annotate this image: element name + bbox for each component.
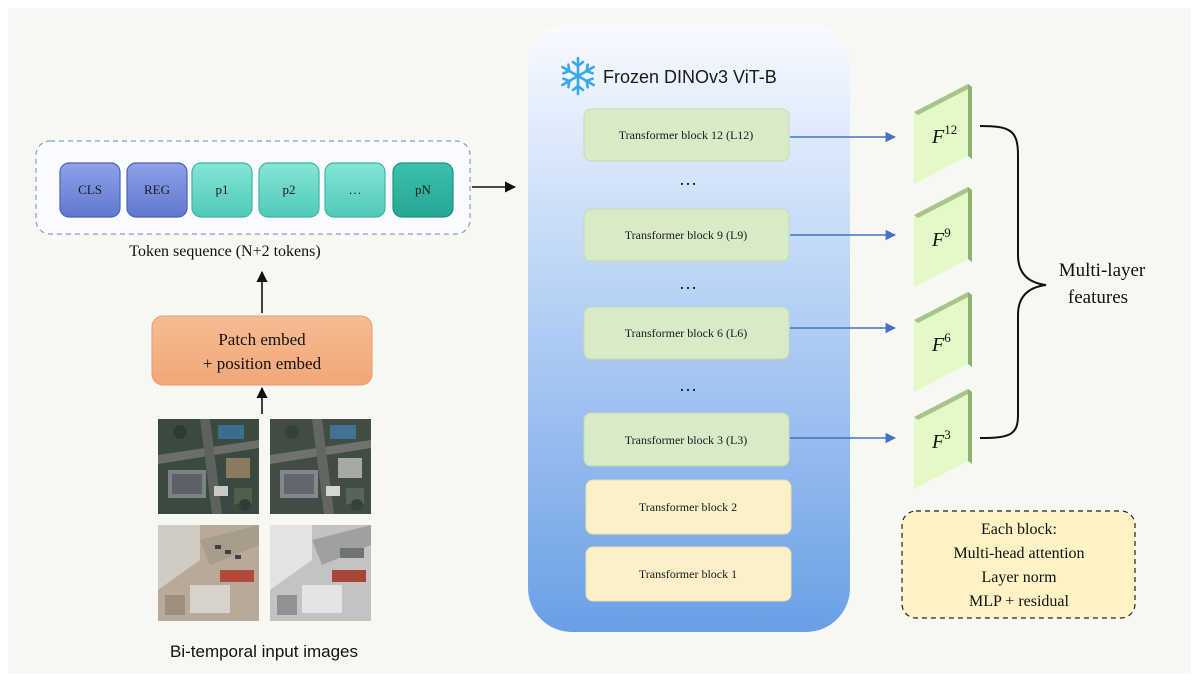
block-l6: Transformer block 6 (L6): [583, 306, 790, 360]
input-image-t1-top: [158, 419, 259, 514]
legend-line: MLP + residual: [969, 593, 1070, 610]
feature-label: F9: [931, 225, 951, 251]
block-ellipsis: …: [679, 273, 697, 293]
vit-panel: Frozen DINOv3 ViT-B Transformer block 12…: [528, 23, 850, 632]
token-label: REG: [144, 182, 170, 197]
legend-line: Multi-head attention: [953, 545, 1084, 562]
block-label: Transformer block 1: [639, 567, 737, 581]
token-label: CLS: [78, 182, 102, 197]
token-pn: pN: [392, 162, 454, 218]
block-label: Transformer block 12 (L12): [619, 128, 754, 142]
block-2: Transformer block 2: [585, 479, 792, 535]
token-ellipsis: …: [324, 162, 386, 218]
feature-f3: F3: [914, 389, 972, 489]
token-label: …: [349, 182, 362, 197]
token-label: p2: [283, 182, 296, 197]
block-l12: Transformer block 12 (L12): [583, 108, 790, 162]
feature-label: F3: [931, 427, 951, 453]
token-p2: p2: [258, 162, 320, 218]
block-label: Transformer block 2: [639, 500, 737, 514]
block-ellipsis: …: [679, 169, 697, 189]
block-label: Transformer block 9 (L9): [625, 228, 748, 242]
patch-embed-line1: Patch embed: [218, 330, 306, 349]
token-p1: p1: [191, 162, 253, 218]
block-ellipsis: …: [679, 375, 697, 395]
features-brace: [979, 125, 1047, 439]
vit-title: Frozen DINOv3 ViT-B: [603, 67, 777, 87]
block-1: Transformer block 1: [585, 546, 792, 602]
legend-box: Each block: Multi-head attention Layer n…: [901, 510, 1136, 619]
patch-embed-line2: + position embed: [203, 354, 322, 373]
input-image-t2-bottom: [270, 525, 371, 621]
feature-label: F6: [931, 330, 951, 356]
token-sequence-caption: Token sequence (N+2 tokens): [129, 243, 320, 260]
input-images: Bi-temporal input images: [158, 419, 371, 661]
multilayer-label-line2: features: [1068, 287, 1128, 308]
token-label: p1: [216, 182, 229, 197]
feature-f12: F12: [914, 84, 972, 184]
block-l9: Transformer block 9 (L9): [583, 208, 790, 262]
token-reg: REG: [126, 162, 188, 218]
legend-line: Layer norm: [981, 569, 1057, 586]
block-label: Transformer block 6 (L6): [625, 326, 748, 340]
token-sequence: CLS REG p1 p2 … pN Token sequence (N+2 t…: [35, 140, 471, 260]
feature-f9: F9: [914, 187, 972, 287]
legend-line: Each block:: [981, 521, 1057, 538]
block-label: Transformer block 3 (L3): [625, 433, 748, 447]
snowflake-icon: [561, 56, 595, 96]
block-l3: Transformer block 3 (L3): [583, 412, 790, 467]
multilayer-label-line1: Multi-layer: [1059, 260, 1146, 281]
patch-embed-box: Patch embed + position embed: [151, 315, 373, 386]
feature-f6: F6: [914, 292, 972, 392]
token-label: pN: [415, 182, 432, 197]
feature-label: F12: [931, 122, 957, 148]
input-image-t1-bottom: [158, 525, 259, 621]
input-image-t2-top: [270, 419, 371, 514]
input-images-caption: Bi-temporal input images: [170, 642, 358, 661]
token-cls: CLS: [59, 162, 121, 218]
